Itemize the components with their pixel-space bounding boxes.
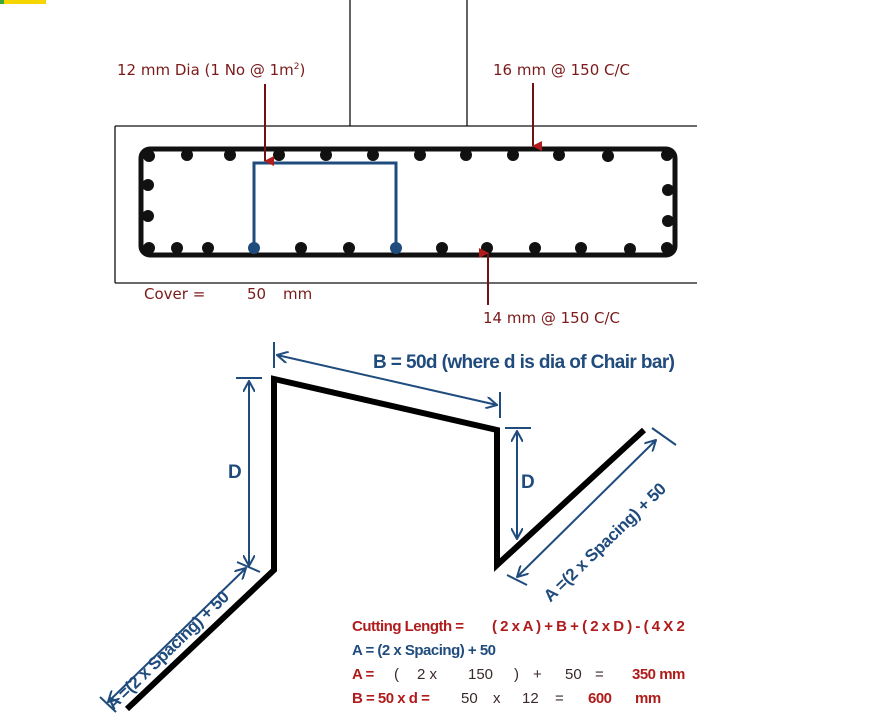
- chair-bar-shape: [124, 375, 647, 712]
- column-outline: [349, 0, 468, 126]
- dimension-a-left: [99, 568, 246, 713]
- closing-paren: ): [299, 61, 306, 79]
- top-rebar-dots: [143, 149, 673, 162]
- b-calc-label: B = 50 x d =: [352, 690, 430, 707]
- a-calc-multiplier: 2 x: [417, 666, 438, 683]
- chair-bar-spec-text: 12 mm Dia (1 No @ 1m: [117, 61, 294, 79]
- bottom-bar-label: 14 mm @ 150 C/C: [483, 309, 621, 327]
- dimension-d-right-label: D: [521, 472, 535, 493]
- a-calc-add: 50: [565, 666, 582, 683]
- cutting-length-label: Cutting Length =: [352, 618, 464, 635]
- b-calc-factor: 50: [461, 690, 478, 707]
- a-calc-equals: =: [595, 666, 604, 683]
- corner-tab-marker: [0, 0, 46, 4]
- cover-unit: mm: [283, 285, 313, 303]
- top-chair-bar-label: 12 mm Dia (1 No @ 1m2): [117, 61, 305, 79]
- a-formula: A = (2 x Spacing) + 50: [352, 642, 496, 659]
- side-rebar-dots: [142, 179, 674, 227]
- a-calc-close-paren: ): [514, 666, 519, 683]
- b-calc-result: 600: [588, 690, 612, 707]
- b-calc-equals: =: [555, 690, 564, 707]
- b-calc-x: x: [493, 690, 501, 707]
- a-calc-result: 350 mm: [632, 666, 685, 683]
- a-calc-spacing: 150: [468, 666, 494, 683]
- chair-bar-section: [248, 161, 402, 254]
- a-calc-open-paren: (: [394, 666, 399, 683]
- cover-value: 50: [247, 285, 267, 303]
- dimension-a-right: [506, 427, 677, 586]
- dimension-b: [273, 342, 501, 418]
- main-rebar-cage: [138, 146, 678, 258]
- cutting-length-formula: ( 2 x A ) + B + ( 2 x D ) - ( 4 X 2: [492, 618, 685, 635]
- superscript: 2: [293, 62, 300, 72]
- a-calc-plus: +: [533, 666, 542, 683]
- dimension-d-left: [236, 377, 262, 573]
- dimension-b-label: B = 50d (where d is dia of Chair bar): [373, 352, 675, 373]
- cover-label: Cover =: [144, 285, 206, 303]
- a-calc-label: A =: [352, 666, 374, 683]
- main-top-bar-label: 16 mm @ 150 C/C: [493, 61, 631, 79]
- leader-arrows: [264, 83, 542, 305]
- b-calc-dia: 12: [522, 690, 539, 707]
- slab-outline: [114, 125, 697, 284]
- dimension-d-left-label: D: [228, 462, 242, 483]
- b-calc-unit: mm: [635, 690, 661, 707]
